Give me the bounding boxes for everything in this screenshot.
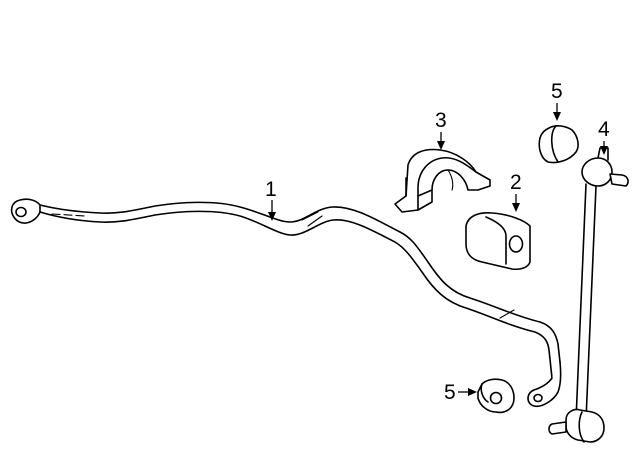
nut-upper[interactable]	[538, 125, 579, 164]
callout-label: 3	[435, 109, 447, 132]
callout-label: 1	[265, 178, 277, 201]
stabilizer-bar[interactable]	[10, 198, 562, 408]
bracket[interactable]	[394, 148, 491, 213]
callout-label: 4	[598, 118, 610, 141]
callout-5-lower: 5	[444, 381, 477, 404]
callout-5-upper: 5	[551, 80, 563, 121]
callout-4: 4	[598, 118, 610, 155]
stabilizer-bar-right-eye	[527, 361, 562, 408]
callout-1: 1	[265, 178, 277, 221]
stabilizer-bar-left-eye	[10, 198, 41, 224]
nut-lower[interactable]	[477, 378, 515, 414]
callout-label: 5	[444, 381, 456, 404]
callout-3: 3	[435, 109, 447, 150]
callout-2: 2	[510, 171, 522, 212]
callout-label: 5	[551, 80, 563, 103]
callout-label: 2	[510, 171, 522, 194]
bushing[interactable]	[465, 212, 531, 271]
stabilizer-link[interactable]	[548, 147, 629, 443]
